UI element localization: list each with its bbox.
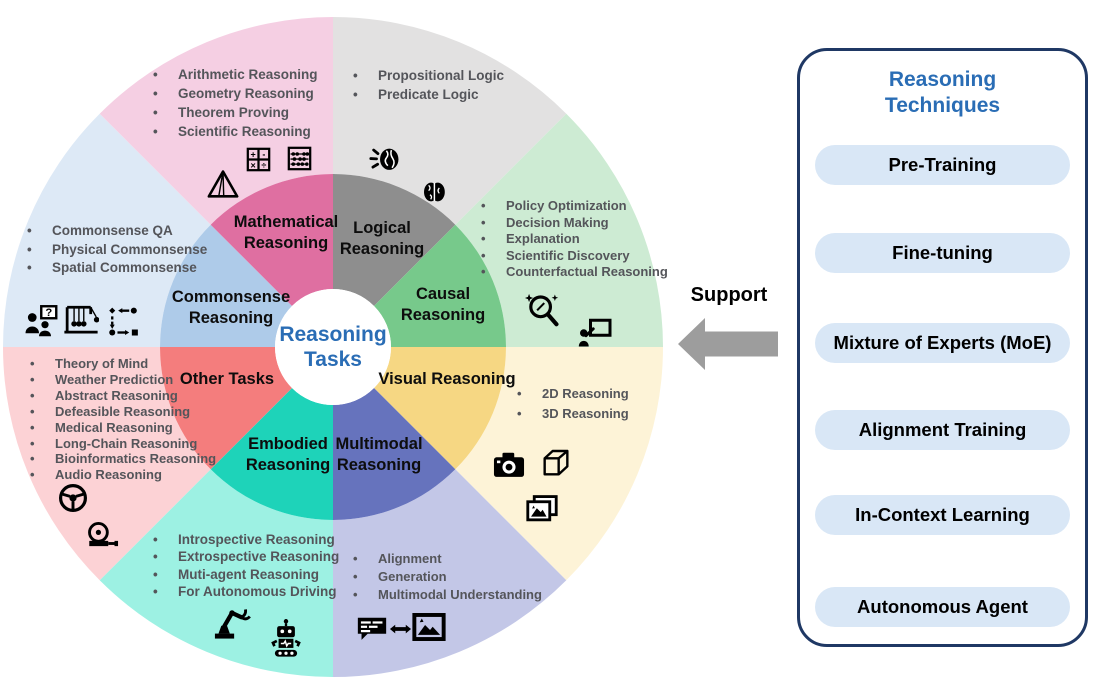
list-item: 2D Reasoning (512, 384, 629, 404)
segment-label-mathematical: Mathematical Reasoning (233, 213, 339, 252)
panel-title: Reasoning Techniques (884, 68, 1001, 117)
list-item: Scientific Reasoning (148, 122, 318, 141)
brain-idea-icon (369, 148, 399, 170)
list-item: 3D Reasoning (512, 404, 629, 424)
list-item: Abstract Reasoning (25, 388, 216, 404)
technique-fine-tuning: Fine-tuning (815, 233, 1070, 273)
list-item: Spatial Commonsense (22, 259, 207, 278)
svg-text:×: × (250, 161, 255, 171)
embodied-task-list: Introspective ReasoningExtrospective Rea… (148, 531, 339, 600)
magnifier-sparkle-icon (524, 293, 559, 327)
newtons-cradle-icon (64, 305, 99, 334)
list-item: Alignment (348, 550, 542, 568)
list-item: Long-Chain Reasoning (25, 436, 216, 452)
technique-alignment-training: Alignment Training (815, 410, 1070, 450)
abacus-icon (287, 146, 312, 171)
wheel-center-title: Reasoning Tasks (279, 323, 387, 371)
segment-causal-inner (374, 224, 506, 347)
photos-icon (526, 495, 558, 522)
list-item: Predicate Logic (348, 85, 504, 104)
reasoning-techniques-panel: Reasoning Techniques Pre-Training Fine-t… (797, 48, 1088, 647)
list-item: Scientific Discovery (476, 248, 668, 265)
brain-icon (424, 182, 445, 202)
list-item: Generation (348, 568, 542, 586)
segment-label-embodied: Embodied Reasoning (245, 435, 331, 474)
people-qa-icon: ? (25, 305, 58, 337)
segment-embodied-inner (210, 388, 333, 520)
multimodal-task-list: AlignmentGenerationMultimodal Understand… (348, 550, 542, 604)
mathematical-task-list: Arithmetic ReasoningGeometry ReasoningTh… (148, 65, 318, 141)
list-item: Policy Optimization (476, 198, 668, 215)
commonsense-task-list: Commonsense QAPhysical CommonsenseSpatia… (22, 222, 207, 278)
list-item: Theorem Proving (148, 103, 318, 122)
technique-autonomous-agent: Autonomous Agent (815, 587, 1070, 627)
logical-task-list: Propositional LogicPredicate Logic (348, 66, 504, 104)
list-item: Physical Commonsense (22, 241, 207, 260)
support-label: Support (690, 284, 768, 306)
list-item: Defeasible Reasoning (25, 404, 216, 420)
segment-label-causal: Causal Reasoning (400, 285, 486, 324)
list-item: Propositional Logic (348, 66, 504, 85)
list-item: Decision Making (476, 215, 668, 232)
spatial-relation-icon (109, 307, 138, 336)
steering-wheel-icon (58, 483, 88, 513)
segment-multimodal-inner (333, 388, 456, 520)
list-item: Explanation (476, 231, 668, 248)
cube-icon (543, 449, 569, 476)
list-item: Audio Reasoning (25, 467, 216, 483)
list-item: Muti-agent Reasoning (148, 566, 339, 584)
segment-label-multimodal: Multimodal Reasoning (335, 435, 423, 474)
list-item: Geometry Reasoning (148, 84, 318, 103)
camera-icon (493, 452, 525, 477)
double-arrow-icon (389, 624, 412, 634)
pyramid-icon (207, 170, 239, 198)
support-arrow-icon (678, 318, 778, 370)
other-task-list: Theory of MindWeather PredictionAbstract… (25, 356, 216, 483)
svg-text:-: - (262, 149, 265, 159)
svg-text:÷: ÷ (261, 161, 266, 171)
list-item: Counterfactual Reasoning (476, 264, 668, 281)
center-circle (275, 289, 391, 405)
list-item: Extrospective Reasoning (148, 548, 339, 566)
robot-icon (271, 619, 301, 657)
chat-icon (357, 617, 387, 640)
list-item: Medical Reasoning (25, 420, 216, 436)
list-item: Theory of Mind (25, 356, 216, 372)
technique-pre-training: Pre-Training (815, 145, 1070, 185)
image-icon (412, 613, 446, 641)
technique-mixture-of-experts: Mixture of Experts (MoE) (815, 323, 1070, 363)
presenter-icon (578, 318, 612, 347)
list-item: Weather Prediction (25, 372, 216, 388)
list-item: Bioinformatics Reasoning (25, 451, 216, 467)
list-item: Multimodal Understanding (348, 586, 542, 604)
segment-label-visual: Visual Reasoning (378, 370, 516, 388)
segment-visual-inner (374, 347, 506, 470)
segment-mathematical-inner (210, 174, 333, 306)
segment-label-logical: Logical Reasoning (339, 219, 425, 258)
list-item: For Autonomous Driving (148, 583, 339, 601)
svg-text:+: + (250, 149, 255, 159)
visual-task-list: 2D Reasoning3D Reasoning (512, 384, 629, 424)
list-item: Arithmetic Reasoning (148, 65, 318, 84)
segment-label-commonsense: Commonsense Reasoning (171, 288, 291, 327)
causal-task-list: Policy OptimizationDecision MakingExplan… (476, 198, 668, 281)
robot-arm-icon (214, 609, 251, 639)
technique-in-context-learning: In-Context Learning (815, 495, 1070, 535)
tape-measure-icon (88, 522, 119, 547)
segment-logical-inner (333, 174, 456, 306)
list-item: Commonsense QA (22, 222, 207, 241)
list-item: Introspective Reasoning (148, 531, 339, 549)
calculator-icon: + - × ÷ (246, 147, 271, 172)
svg-text:?: ? (45, 307, 52, 319)
